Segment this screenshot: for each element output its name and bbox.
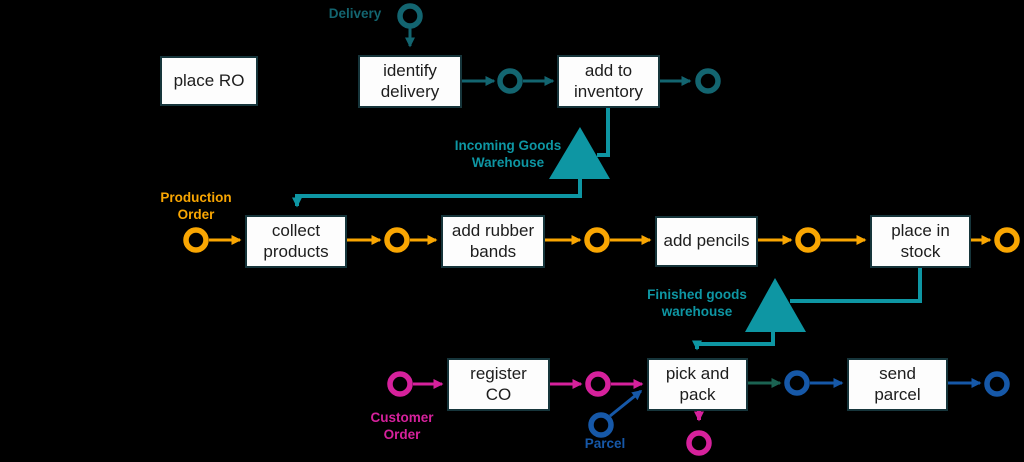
event-delivery-start[interactable] — [397, 3, 423, 29]
event-delivery-mid[interactable] — [497, 68, 523, 94]
task-add-pencils[interactable]: add pencils — [655, 216, 758, 267]
event-production-mid-2[interactable] — [584, 227, 610, 253]
task-pick-and-pack[interactable]: pick and pack — [647, 358, 748, 411]
incoming-goods-warehouse-triangle[interactable] — [549, 127, 610, 179]
task-add-rubber-bands[interactable]: add rubber bands — [441, 215, 545, 268]
event-delivery-end[interactable] — [695, 68, 721, 94]
event-parcel-mid[interactable] — [784, 370, 810, 396]
task-add-to-inventory[interactable]: add to inventory — [557, 55, 660, 108]
label-production-order: Production Order — [160, 190, 232, 222]
label-customer-order: Customer Order — [370, 410, 434, 442]
task-place-in-stock[interactable]: place in stock — [870, 215, 971, 268]
event-production-mid-3[interactable] — [795, 227, 821, 253]
event-parcel-end[interactable] — [984, 371, 1010, 397]
label-incoming-goods-warehouse: Incoming Goods Warehouse — [454, 138, 562, 170]
task-send-parcel[interactable]: send parcel — [847, 358, 948, 411]
label-parcel: Parcel — [584, 436, 626, 451]
event-customer-end[interactable] — [686, 430, 712, 456]
event-production-mid-1[interactable] — [384, 227, 410, 253]
connector-place-in-stock-to-finished-warehouse — [790, 267, 922, 303]
event-customer-mid[interactable] — [585, 371, 611, 397]
connector-finished-warehouse-to-pick-and-pack — [692, 332, 775, 351]
task-collect-products[interactable]: collect products — [245, 215, 347, 268]
task-place-ro[interactable]: place RO — [160, 56, 258, 106]
label-finished-goods-warehouse: Finished goods warehouse — [647, 287, 747, 319]
connector-incoming-warehouse-to-collect-products — [292, 179, 582, 208]
task-register-co[interactable]: register CO — [447, 358, 550, 411]
connector-inventory-to-incoming-warehouse — [597, 108, 610, 157]
event-parcel-start[interactable] — [588, 412, 614, 438]
event-production-end[interactable] — [994, 227, 1020, 253]
arrow-parcel-start-to-pick-and-pack — [609, 389, 643, 418]
task-identify-delivery[interactable]: identify delivery — [358, 55, 462, 108]
finished-goods-warehouse-triangle[interactable] — [745, 278, 806, 332]
event-customer-order-start[interactable] — [387, 371, 413, 397]
label-delivery: Delivery — [328, 6, 382, 21]
event-production-order-start[interactable] — [183, 227, 209, 253]
